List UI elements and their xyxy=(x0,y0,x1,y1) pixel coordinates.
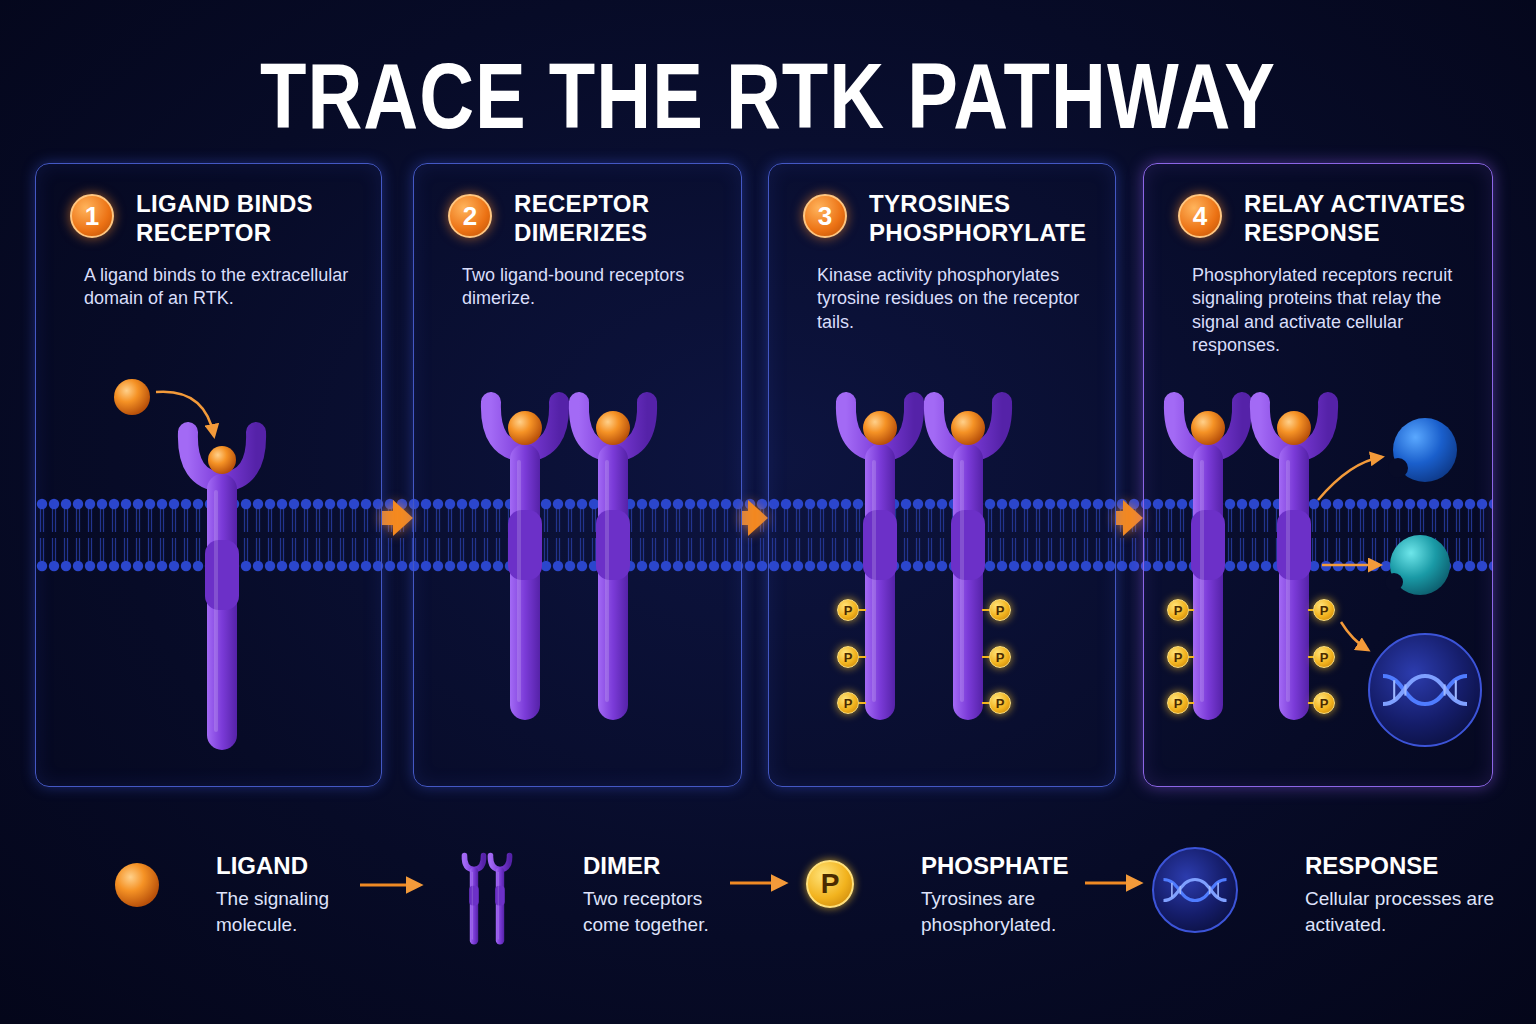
key-description: Cellular processes are activated. xyxy=(1305,886,1505,937)
dna-helix xyxy=(1164,880,1227,901)
step-description: Kinase activity phosphorylates tyrosine … xyxy=(817,264,1085,334)
phosphate-links xyxy=(859,610,989,703)
step-number-badge: 1 xyxy=(70,194,114,238)
phosphate-badge: P xyxy=(989,646,1011,668)
step-panel: LIGAND BINDS RECEPTOR A ligand binds to t… xyxy=(35,163,382,787)
key-heading: LIGAND xyxy=(216,852,308,881)
phosphate-badge: P xyxy=(837,599,859,621)
phosphate-links xyxy=(1189,610,1313,703)
step-number: 2 xyxy=(463,203,477,229)
response-icon xyxy=(1153,848,1237,932)
relay-arrow xyxy=(1318,457,1382,500)
protein-notch xyxy=(1388,458,1408,478)
cell-membrane xyxy=(35,498,1493,572)
key-description: Two receptors come together. xyxy=(583,886,728,937)
phosphate-badge: P xyxy=(1313,599,1335,621)
step-number-badge: 4 xyxy=(1178,194,1222,238)
flow-arrow xyxy=(382,511,393,525)
relay-arrow xyxy=(1341,622,1368,650)
phosphate-badge: P xyxy=(989,599,1011,621)
dimer-icon xyxy=(464,856,483,945)
step-number-badge: 2 xyxy=(448,194,492,238)
key-arrow xyxy=(730,882,785,885)
dimer-icon xyxy=(490,856,509,945)
phosphate-badge: P xyxy=(989,692,1011,714)
phosphate-badge: P xyxy=(837,646,859,668)
step-heading: RELAY ACTIVATES RESPONSE xyxy=(1244,190,1484,248)
phosphate-badge: P xyxy=(837,692,859,714)
step-description: Phosphorylated receptors recruit signali… xyxy=(1192,264,1462,358)
receptor xyxy=(1260,402,1328,720)
receptor xyxy=(1174,402,1242,720)
step-heading: RECEPTOR DIMERIZES xyxy=(514,190,733,248)
key-arrow xyxy=(1085,882,1140,885)
ligand-icon xyxy=(115,863,159,907)
key-description: Tyrosines are phosphorylated. xyxy=(921,886,1071,937)
key-description: The signaling molecule. xyxy=(216,886,356,937)
page-title: TRACE THE RTK PATHWAY xyxy=(0,50,1536,143)
step-number: 3 xyxy=(818,203,832,229)
key-heading: PHOSPHATE xyxy=(921,852,1069,881)
step-number: 1 xyxy=(85,203,99,229)
receptor xyxy=(579,402,647,720)
step-description: Two ligand-bound receptors dimerize. xyxy=(462,264,711,311)
step-panel: TYROSINES PHOSPHORYLATE Kinase activity p… xyxy=(768,163,1116,787)
phosphate-badge: P xyxy=(1313,692,1335,714)
ligand xyxy=(863,411,897,445)
receptor xyxy=(846,402,914,720)
receptor xyxy=(934,402,1002,720)
protein-notch xyxy=(1385,573,1403,591)
ligand xyxy=(1277,411,1311,445)
receptor xyxy=(188,432,256,750)
ligand xyxy=(114,379,150,415)
ligand xyxy=(596,411,630,445)
key-arrow xyxy=(360,884,420,887)
step-heading: TYROSINES PHOSPHORYLATE xyxy=(869,190,1107,248)
step-number-badge: 3 xyxy=(803,194,847,238)
step-panel: RECEPTOR DIMERIZES Two ligand-bound recep… xyxy=(413,163,742,787)
ligand xyxy=(1191,411,1225,445)
phosphate-badge: P xyxy=(1167,599,1189,621)
ligand xyxy=(508,411,542,445)
ligand xyxy=(208,446,236,474)
step-heading: LIGAND BINDS RECEPTOR xyxy=(136,190,373,248)
key-heading: DIMER xyxy=(583,852,660,881)
ligand xyxy=(951,411,985,445)
binding-arrow xyxy=(156,392,214,436)
step-number: 4 xyxy=(1193,203,1207,229)
dna-helix xyxy=(1383,676,1467,704)
phosphate-badge: P xyxy=(1167,692,1189,714)
phosphate-badge: P xyxy=(806,860,854,908)
key-heading: RESPONSE xyxy=(1305,852,1438,881)
step-description: A ligand binds to the extracellular doma… xyxy=(84,264,351,311)
flow-arrow xyxy=(1116,511,1123,525)
flow-arrow xyxy=(742,511,748,525)
response-nucleus xyxy=(1369,634,1481,746)
phosphate-badge: P xyxy=(1167,646,1189,668)
receptor xyxy=(491,402,559,720)
relay-arrow xyxy=(1322,564,1380,567)
phosphate-badge: P xyxy=(1313,646,1335,668)
